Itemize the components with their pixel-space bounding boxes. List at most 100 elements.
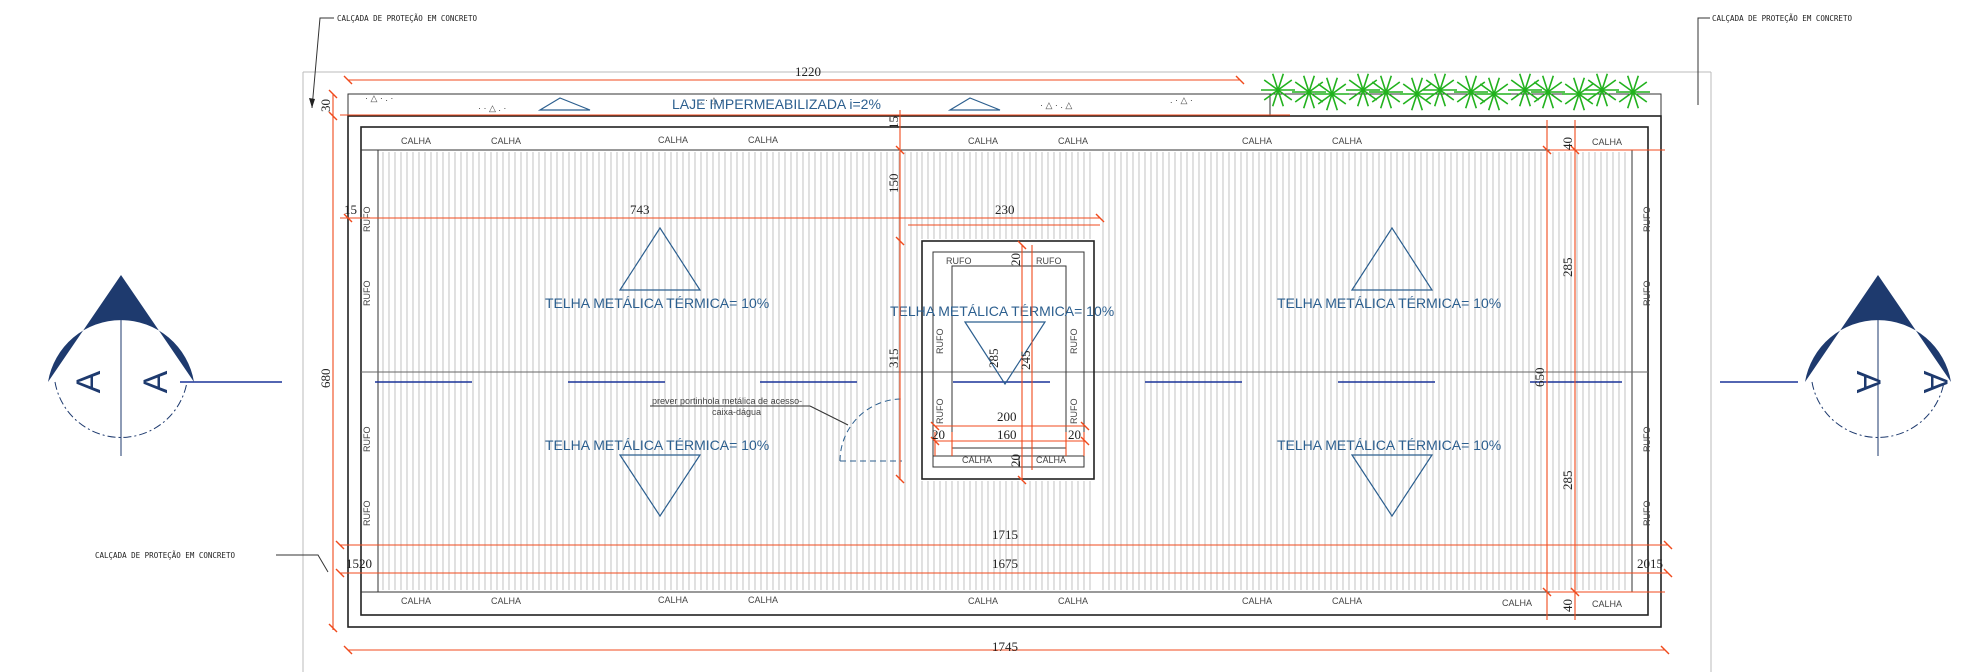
flashing-label: RUFO: [362, 281, 372, 307]
shrub-leaf: [1524, 89, 1540, 101]
shrub-leaf: [1572, 93, 1580, 111]
shrub-leaf: [1371, 81, 1387, 93]
shrub-leaf: [1416, 83, 1432, 95]
shrub-leaf: [1331, 93, 1347, 105]
svg-text:· △ · . ·: · △ · . ·: [365, 93, 393, 103]
shrub-leaf: [1277, 89, 1293, 101]
shrub-leaf: [1433, 89, 1441, 107]
shrub-leaf: [1331, 77, 1339, 95]
shrub-leaf: [1578, 93, 1594, 105]
hatch-note-line1: prever portinhola metálica de acesso-: [652, 396, 802, 406]
section-mark-label: A: [1916, 371, 1954, 394]
shrub-leaf: [1601, 73, 1609, 91]
dim-inner-20-bottom: 20: [1008, 454, 1023, 467]
dim-inner-245: 245: [1018, 351, 1033, 371]
shrub-leaf: [1626, 75, 1634, 93]
flashing-label: RUFO: [935, 399, 945, 425]
dim-right-285-bottom: 285: [1560, 471, 1575, 491]
shrub-leaf: [1601, 79, 1617, 91]
section-mark-label: A: [1849, 371, 1887, 394]
dim-inner-20-left: 20: [932, 427, 945, 442]
shrub-leaf: [1510, 79, 1526, 91]
shrub-leaf: [1456, 81, 1472, 93]
shrub-leaf: [1356, 73, 1364, 91]
shrub-leaf: [1632, 75, 1640, 93]
shrub-leaf: [1385, 75, 1393, 93]
shrub-leaf: [1547, 91, 1555, 109]
shrub-leaf: [1487, 77, 1495, 95]
svg-text:· △ · . △: · △ · . △: [1040, 100, 1072, 110]
shrub-leaf: [1572, 77, 1580, 95]
shrub-leaf: [1493, 93, 1509, 105]
shrub-leaf: [1493, 77, 1501, 95]
shrub-leaf: [1578, 83, 1594, 95]
roof-edge-outline: [360, 126, 1649, 616]
gutter-label: CALHA: [1592, 599, 1622, 609]
gutter-label: CALHA: [1332, 136, 1362, 146]
section-mark-label: A: [137, 370, 175, 393]
dim-overall-height: 680: [318, 369, 333, 389]
flashing-label: RUFO: [1036, 256, 1062, 266]
dim-hatch-width: 230: [995, 202, 1015, 217]
flashing-label: RUFO: [362, 501, 372, 527]
shrub-leaf: [1294, 81, 1310, 93]
gutter-label: CALHA: [748, 595, 778, 605]
note-sidewalk-top-right: CALÇADA DE PROTEÇÃO EM CONCRETO: [1697, 14, 1852, 105]
section-marker-right: A A: [1805, 275, 1954, 456]
note-sidewalk-bottom-left: CALÇADA DE PROTEÇÃO EM CONCRETO: [95, 551, 329, 573]
flashing-label: RUFO: [1069, 399, 1079, 425]
roof-label: TELHA METÁLICA TÉRMICA= 10%: [1277, 437, 1501, 453]
shrub-leaf: [1547, 91, 1563, 103]
shrub-leaf: [1493, 83, 1509, 95]
shrub-leaf: [1385, 91, 1393, 109]
gutter-label: CALHA: [1592, 137, 1622, 147]
gutter-label: CALHA: [1242, 136, 1272, 146]
dim-inner-20-top: 20: [1008, 253, 1023, 266]
shrub-leaf: [1479, 83, 1495, 95]
shrub-leaf: [1302, 91, 1310, 109]
gutter-label: CALHA: [658, 595, 688, 605]
shrub-leaf: [1510, 89, 1526, 101]
shrub-leaf: [1317, 93, 1333, 105]
roof-label: TELHA METÁLICA TÉRMICA= 10%: [890, 303, 1114, 319]
shrub-leaf: [1524, 79, 1540, 91]
shrub-leaf: [1348, 89, 1364, 101]
gutter-label: CALHA: [748, 135, 778, 145]
flashing-label: RUFO: [1642, 207, 1652, 233]
shrub-leaf: [1626, 91, 1634, 109]
shrub-leaf: [1470, 91, 1486, 103]
shrub-leaf: [1263, 79, 1279, 91]
shrub-leaf: [1277, 79, 1293, 91]
shrub-leaf: [1325, 77, 1333, 95]
shrub-leaf: [1587, 89, 1603, 101]
shrub-leaf: [1595, 89, 1603, 107]
slab-label: LAJE IMPERMEABILIZADA i=2%: [672, 96, 881, 112]
dim-bottom-right: 2015: [1637, 556, 1663, 571]
gutter-label: CALHA: [1332, 596, 1362, 606]
shrub-leaf: [1294, 91, 1310, 103]
shrub-leaf: [1518, 89, 1526, 107]
slope-arrows: [618, 226, 1434, 518]
shrub-leaf: [1410, 77, 1418, 95]
shrub-leaf: [1493, 93, 1501, 111]
shrub-leaf: [1456, 91, 1472, 103]
shrub-leaf: [1263, 89, 1279, 101]
shrub-leaf: [1308, 75, 1316, 93]
shrub-leaf: [1416, 93, 1424, 111]
shrub-leaf: [1564, 83, 1580, 95]
shrub-leaf: [1379, 75, 1387, 93]
dimension-ticks: [328, 75, 1673, 655]
dim-top-offset: 15: [886, 116, 901, 129]
shrub-leaf: [1618, 91, 1634, 103]
shrub-leaf: [1385, 91, 1401, 103]
dim-right-40-top: 40: [1560, 137, 1575, 150]
gutter-label: CALHA: [962, 455, 992, 465]
dim-bottom-left: 1520: [346, 556, 372, 571]
shrub-leaf: [1541, 75, 1549, 93]
gutter-label: CALHA: [1242, 596, 1272, 606]
shrub-leaf: [1618, 81, 1634, 93]
dim-right-650: 650: [1532, 368, 1547, 388]
shrub-leaf: [1410, 93, 1418, 111]
shrub-leaf: [1433, 73, 1441, 91]
